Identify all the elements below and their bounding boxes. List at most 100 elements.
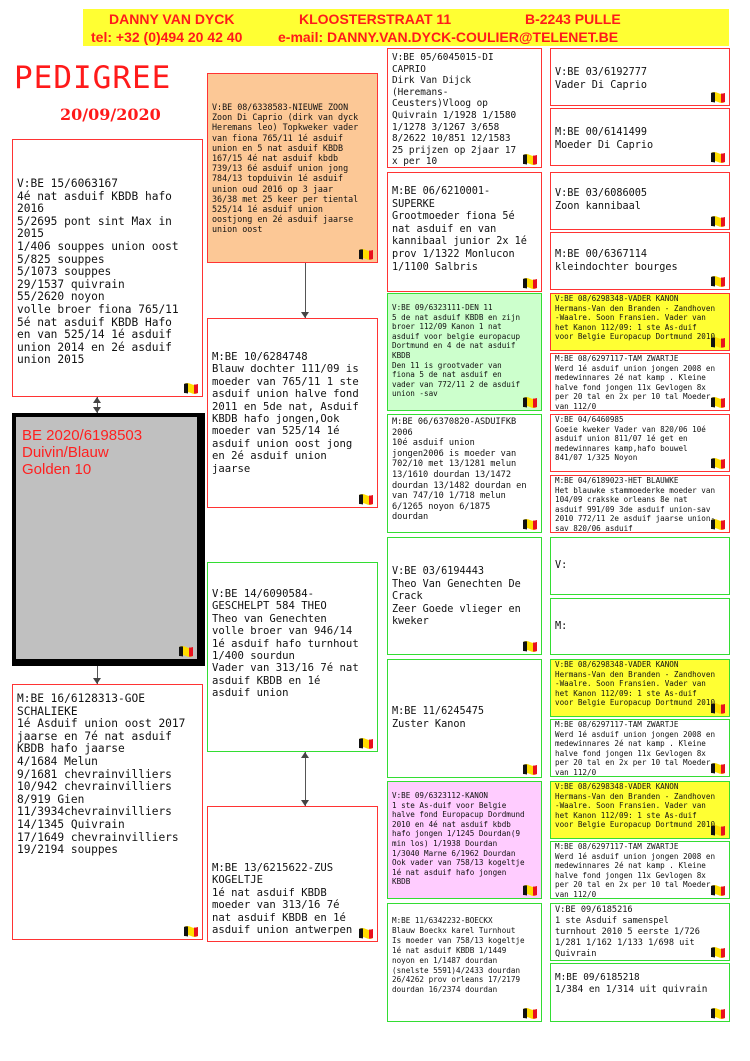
main-bird-box: BE 2020/6198503 Duivin/Blauw Golden 10	[12, 413, 205, 666]
sdd-info: M:BE 06/6370820-ASDUIFKB 2006 10é asduif…	[392, 417, 527, 523]
main-bird-info: BE 2020/6198503 Duivin/Blauw Golden 10	[22, 427, 142, 478]
connector-arrow	[93, 678, 101, 684]
belgium-flag-icon	[522, 151, 538, 165]
g4-box-7: V:BE 04/6460985 Goeie kweker Vader van 8…	[550, 414, 730, 472]
connector-arrow	[301, 312, 309, 318]
belgium-flag-icon	[710, 944, 726, 958]
belgium-flag-icon	[710, 149, 726, 163]
g4-info-3: V:BE 03/6086005 Zoon kannibaal	[555, 188, 648, 212]
breeder-phone: tel: +32 (0)494 20 42 40	[91, 29, 243, 45]
g4-info-4: M:BE 00/6367114 kleindochter bourges	[555, 249, 678, 273]
g4-info-5: V:BE 08/6298348-VADER KANON Hermans-Van …	[555, 294, 716, 342]
connector-arrow	[301, 800, 309, 806]
dam-sire-box: V:BE 14/6090584-GESCHELPT 584 THEO Theo …	[207, 562, 378, 752]
belgium-flag-icon	[710, 213, 726, 227]
g4-box-10: M:	[550, 598, 730, 655]
g4-info-13: V:BE 08/6298348-VADER KANON Hermans-Van …	[555, 782, 716, 830]
belgium-flag-icon	[522, 761, 538, 775]
connector-line	[97, 397, 98, 413]
belgium-flag-icon	[522, 882, 538, 896]
belgium-flag-icon	[710, 273, 726, 287]
g4-info-10: M:	[555, 621, 568, 632]
g4-box-8: M:BE 04/6189023-HET BLAUWKE Het blauwke …	[550, 475, 730, 533]
dss-info: V:BE 03/6194443 Theo Van Genechten De Cr…	[392, 566, 521, 628]
g4-box-1: V:BE 03/6192777 Vader Di Caprio	[550, 48, 730, 106]
dsd-box: M:BE 11/6245475 Zuster Kanon	[387, 659, 542, 778]
g4-info-7: V:BE 04/6460985 Goeie kweker Vader van 8…	[555, 415, 706, 463]
connector-arrow	[93, 397, 101, 403]
g4-box-3: V:BE 03/6086005 Zoon kannibaal	[550, 172, 730, 230]
g4-box-4: M:BE 00/6367114 kleindochter bourges	[550, 232, 730, 290]
belgium-flag-icon	[522, 1005, 538, 1019]
g4-box-15: V:BE 09/6185216 1 ste Asduif samenspel t…	[550, 903, 730, 961]
connector-line	[305, 263, 306, 318]
g4-info-2: M:BE 00/6141499 Moeder Di Caprio	[555, 127, 654, 151]
sss-box: V:BE 05/6045015-DI CAPRIO Dirk Van Dijck…	[387, 48, 542, 168]
belgium-flag-icon	[710, 455, 726, 469]
g4-info-12: M:BE 08/6297117-TAM ZWARTJE Werd 1é asdu…	[555, 720, 716, 777]
sdd-box: M:BE 06/6370820-ASDUIFKB 2006 10é asduif…	[387, 414, 542, 533]
ssd-box: M:BE 06/6210001-SUPERKE Grootmoeder fion…	[387, 172, 542, 292]
ssd-info: M:BE 06/6210001-SUPERKE Grootmoeder fion…	[392, 186, 527, 273]
main-bird-panel: BE 2020/6198503 Duivin/Blauw Golden 10	[16, 417, 197, 659]
dam-sire-info: V:BE 14/6090584-GESCHELPT 584 THEO Theo …	[212, 588, 359, 700]
ddd-info: M:BE 11/6342232-BOECKX Blauw Boeckx kare…	[392, 916, 525, 995]
dam-info: M:BE 16/6128313-GOE SCHALIEKE 1é Asduif …	[17, 692, 186, 857]
sire-sire-info: V:BE 08/6338583-NIEUWE ZOON Zoon Di Capr…	[212, 102, 359, 235]
g4-box-12: M:BE 08/6297117-TAM ZWARTJE Werd 1é asdu…	[550, 719, 730, 777]
main-bird-color: Duivin/Blauw	[22, 444, 109, 461]
belgium-flag-icon	[178, 643, 194, 657]
g4-info-1: V:BE 03/6192777 Vader Di Caprio	[555, 67, 648, 91]
belgium-flag-icon	[358, 246, 374, 260]
belgium-flag-icon	[710, 89, 726, 103]
sire-dam-info: M:BE 10/6284748 Blauw dochter 111/09 is …	[212, 351, 359, 475]
sds-info: V:BE 09/6323111-DEN 11 5 de nat asduif K…	[392, 303, 521, 399]
g4-info-8: M:BE 04/6189023-HET BLAUWKE Het blauwke …	[555, 476, 716, 533]
g4-info-16: M:BE 09/6185218 1/384 en 1/314 uit quivr…	[555, 972, 708, 995]
dam-dam-info: M:BE 13/6215622-ZUS KOGELTJE 1é nat asdu…	[212, 862, 353, 937]
breeder-street: KLOOSTERSTRAAT 11	[299, 11, 452, 27]
connector-line	[305, 752, 306, 806]
belgium-flag-icon	[522, 394, 538, 408]
belgium-flag-icon	[522, 516, 538, 530]
g4-info-6: M:BE 08/6297117-TAM ZWARTJE Werd 1é asdu…	[555, 354, 716, 411]
sire-dam-box: M:BE 10/6284748 Blauw dochter 111/09 is …	[207, 318, 378, 508]
belgium-flag-icon	[710, 516, 726, 530]
belgium-flag-icon	[710, 1005, 726, 1019]
belgium-flag-icon	[183, 923, 199, 937]
belgium-flag-icon	[522, 638, 538, 652]
dds-box: V:BE 09/6323112-KANON 1 ste As-duif voor…	[387, 781, 542, 899]
sire-box: V:BE 15/6063167 4é nat asduif KBDB hafo …	[12, 139, 203, 397]
belgium-flag-icon	[710, 700, 726, 714]
g4-box-2: M:BE 00/6141499 Moeder Di Caprio	[550, 108, 730, 166]
g4-box-5: V:BE 08/6298348-VADER KANON Hermans-Van …	[550, 293, 730, 351]
dss-box: V:BE 03/6194443 Theo Van Genechten De Cr…	[387, 537, 542, 655]
dam-dam-box: M:BE 13/6215622-ZUS KOGELTJE 1é nat asdu…	[207, 806, 378, 942]
main-bird-name: Golden 10	[22, 461, 92, 478]
belgium-flag-icon	[710, 882, 726, 896]
g4-box-14: M:BE 08/6297117-TAM ZWARTJE Werd 1é asdu…	[550, 841, 730, 899]
dds-info: V:BE 09/6323112-KANON 1 ste As-duif voor…	[392, 791, 525, 887]
belgium-flag-icon	[710, 822, 726, 836]
g4-info-14: M:BE 08/6297117-TAM ZWARTJE Werd 1é asdu…	[555, 842, 716, 899]
connector-arrow	[93, 407, 101, 413]
belgium-flag-icon	[358, 735, 374, 749]
dsd-info: M:BE 11/6245475 Zuster Kanon	[392, 706, 485, 730]
g4-box-9: V:	[550, 537, 730, 595]
breeder-email: e-mail: DANNY.VAN.DYCK-COULIER@TELENET.B…	[278, 29, 619, 45]
g4-info-9: V:	[555, 560, 568, 571]
belgium-flag-icon	[358, 925, 374, 939]
connector-line	[97, 666, 98, 684]
ddd-box: M:BE 11/6342232-BOECKX Blauw Boeckx kare…	[387, 903, 542, 1022]
g4-box-13: V:BE 08/6298348-VADER KANON Hermans-Van …	[550, 781, 730, 839]
belgium-flag-icon	[710, 760, 726, 774]
sds-box: V:BE 09/6323111-DEN 11 5 de nat asduif K…	[387, 293, 542, 411]
belgium-flag-icon	[358, 491, 374, 505]
belgium-flag-icon	[522, 275, 538, 289]
g4-box-6: M:BE 08/6297117-TAM ZWARTJE Werd 1é asdu…	[550, 353, 730, 411]
belgium-flag-icon	[183, 380, 199, 394]
sire-sire-box: V:BE 08/6338583-NIEUWE ZOON Zoon Di Capr…	[207, 73, 378, 263]
sire-info: V:BE 15/6063167 4é nat asduif KBDB hafo …	[17, 177, 179, 367]
header-banner: DANNY VAN DYCK KLOOSTERSTRAAT 11 B-2243 …	[83, 9, 729, 46]
g4-info-15: V:BE 09/6185216 1 ste Asduif samenspel t…	[555, 905, 700, 959]
